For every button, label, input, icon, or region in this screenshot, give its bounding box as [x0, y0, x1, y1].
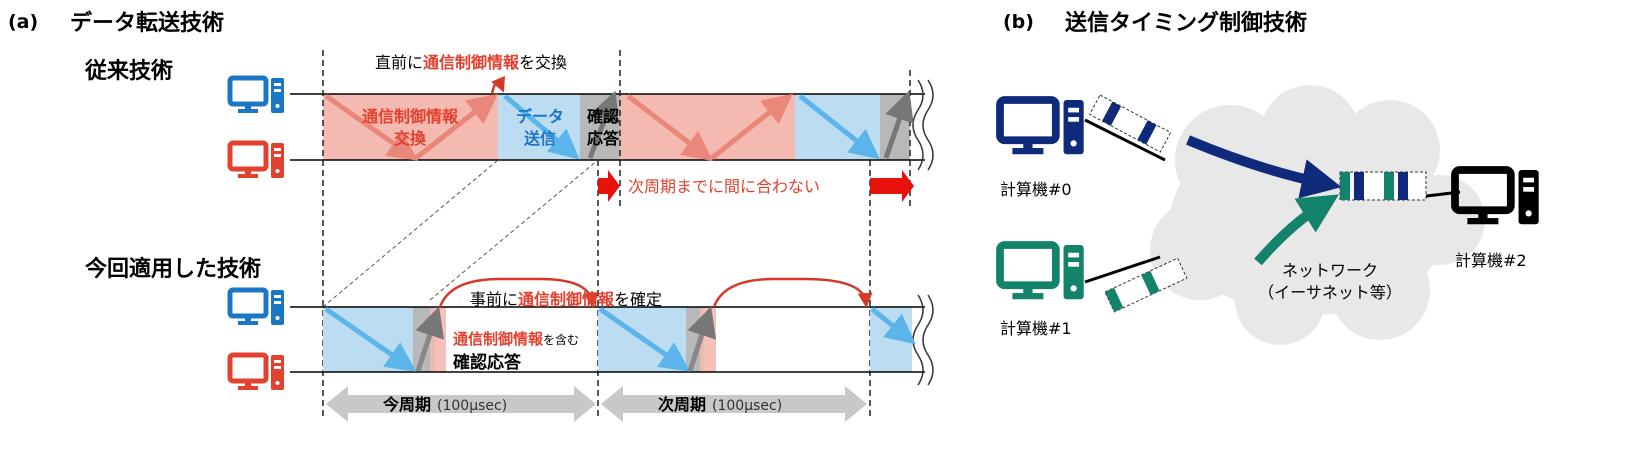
computer-2-label: 計算機#2 — [1455, 251, 1527, 270]
network-label-2: （イーサネット等） — [1258, 283, 1402, 302]
exchange-region-2 — [620, 94, 795, 160]
current-cycle-arrow — [326, 386, 596, 422]
network-label-1: ネットワーク — [1282, 261, 1378, 280]
ack-label-proposed: 確認応答 — [453, 352, 522, 373]
panel-a-title: データ転送技術 — [70, 10, 224, 36]
conventional-arrows — [324, 75, 914, 162]
panel-b-title: 送信タイミング制御技術 — [1065, 10, 1307, 36]
panel-a-label: (a) — [8, 11, 38, 33]
flow-arrow-0 — [1186, 135, 1342, 199]
late-arrow-icon-2 — [870, 170, 914, 202]
ack-label-2: 応答 — [587, 129, 620, 148]
panel-b-label: (b) — [1003, 11, 1034, 33]
sender-computer-icon — [230, 78, 284, 113]
proposed-arrows — [324, 277, 916, 372]
exchange-label-1: 通信制御情報 — [362, 107, 459, 126]
exchange-label-2: 交換 — [394, 129, 427, 148]
next-cycle-label: 次周期(100μsec) — [658, 395, 782, 414]
ack-label-1: 確認 — [587, 107, 619, 126]
packet-queue — [1339, 171, 1427, 201]
flow-arrow-1 — [1254, 194, 1339, 266]
current-cycle-label: 今周期(100μsec) — [382, 395, 507, 414]
exchange-region — [323, 94, 498, 160]
computer-1-label: 計算機#1 — [1000, 319, 1072, 338]
next-cycle-arrow — [601, 386, 867, 422]
network-cloud — [1150, 85, 1485, 345]
computer-1-icon — [1000, 245, 1084, 299]
packet-train-0 — [1088, 94, 1172, 153]
link-0 — [1084, 118, 1166, 162]
conventional-top-note: 直前に通信制御情報を交換 — [375, 53, 567, 72]
computer-0-icon — [1000, 100, 1084, 154]
receiver-computer-icon-proposed — [230, 355, 284, 390]
sender-computer-icon-proposed — [230, 290, 284, 325]
projection-lines — [322, 159, 599, 308]
late-arrow-icon — [598, 170, 620, 202]
proposed-heading: 今回適用した技術 — [85, 256, 261, 282]
late-note: 次周期までに間に合わない — [628, 177, 820, 196]
data-region-proposed-3 — [870, 307, 912, 372]
receiver-computer-icon — [230, 143, 284, 178]
proposed-top-note: 事前に通信制御情報を確定 — [470, 290, 662, 309]
data-label-1: データ — [516, 107, 564, 126]
break-mark — [912, 79, 934, 171]
ack-note: 通信制御情報を含む — [453, 330, 579, 348]
conventional-heading: 従来技術 — [84, 58, 173, 84]
data-label-2: 送信 — [523, 129, 556, 148]
packet-train-1 — [1104, 257, 1188, 313]
computer-0-label: 計算機#0 — [1000, 180, 1072, 199]
link-1 — [1084, 255, 1161, 284]
